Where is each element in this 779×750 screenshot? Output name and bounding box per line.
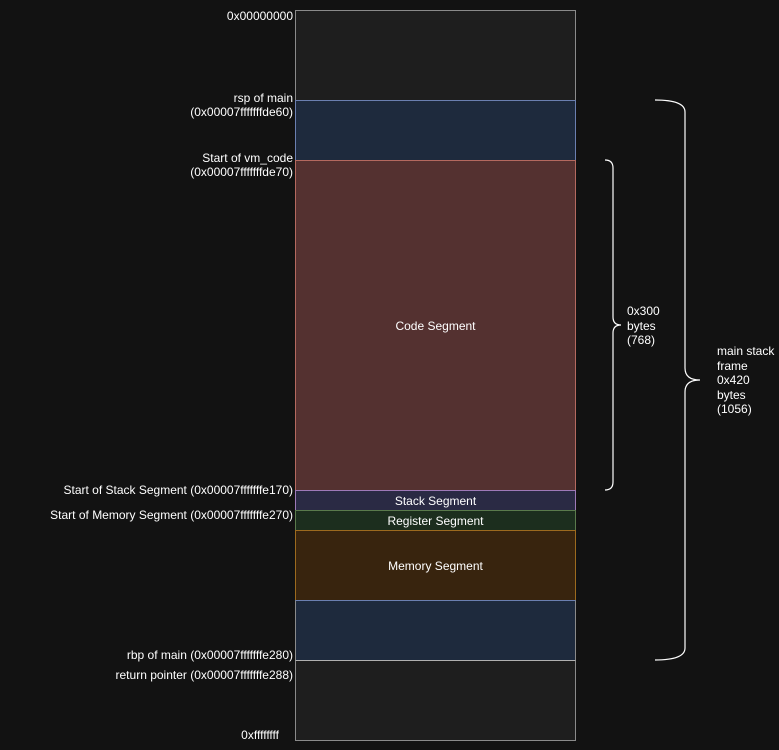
memory-segment-label: Memory Segment: [388, 558, 483, 573]
return-pointer-text: return pointer (0x00007fffffffe288): [115, 668, 293, 682]
address-top-text: 0x00000000: [226, 9, 293, 23]
memory-segment: Memory Segment: [295, 530, 576, 601]
address-bottom-text: 0xffffffff: [241, 728, 279, 742]
return-pointer-label: return pointer (0x00007fffffffe288): [116, 668, 293, 682]
register-segment-label: Register Segment: [387, 513, 484, 528]
vm-code-label: Start of vm_code (0x00007fffffffde70): [190, 151, 293, 179]
memory-segment-address-text: Start of Memory Segment (0x00007fffffffe…: [50, 508, 293, 522]
rsp-label-line1: rsp of main: [233, 91, 293, 105]
rsp-region: [295, 100, 576, 161]
stack-frame-size-label: main stack frame 0x420 bytes (1056): [717, 344, 775, 416]
stack-segment-label: Stack Segment: [394, 493, 477, 508]
rbp-region: [295, 600, 576, 661]
stack-segment-address-text: Start of Stack Segment (0x00007fffffffe1…: [63, 483, 294, 497]
stack-segment-address-label: Start of Stack Segment (0x00007fffffffe1…: [64, 483, 294, 497]
stack-frame-size-brace: [654, 99, 701, 661]
vm-code-label-line2: (0x00007fffffffde70): [190, 165, 293, 179]
rsp-label-line2: (0x00007fffffffde60): [190, 105, 293, 119]
code-segment-label: Code Segment: [395, 318, 476, 333]
stack-segment: Stack Segment: [295, 490, 576, 511]
vm-code-label-line1: Start of vm_code: [202, 151, 293, 165]
vm-code-size-label: 0x300 bytes (768): [627, 304, 660, 347]
address-bottom-label: 0xffffffff: [241, 728, 279, 742]
address-top-label: 0x00000000: [227, 9, 293, 23]
rsp-label: rsp of main (0x00007fffffffde60): [190, 91, 293, 119]
rbp-label: rbp of main (0x00007fffffffe280): [127, 648, 293, 662]
memory-segment-address-label: Start of Memory Segment (0x00007fffffffe…: [50, 508, 293, 522]
rbp-label-text: rbp of main (0x00007fffffffe280): [126, 648, 293, 662]
vm-code-size-brace: [604, 159, 622, 491]
